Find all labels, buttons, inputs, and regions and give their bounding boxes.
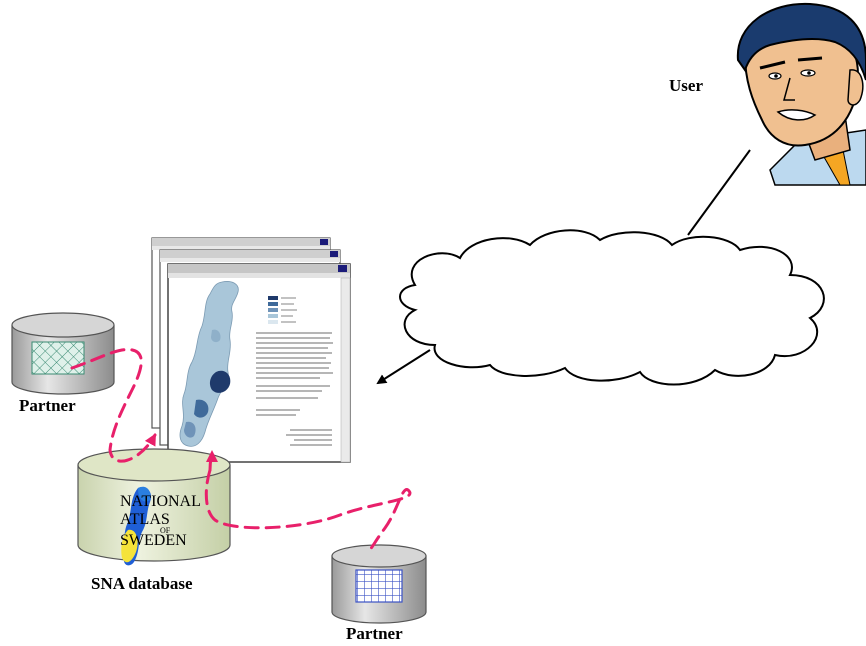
browser-window-stack-icon <box>151 237 351 463</box>
svg-text:OF: OF <box>160 526 171 535</box>
link-sna-to-browser <box>204 468 412 554</box>
svg-text:NATIONAL: NATIONAL <box>120 493 201 510</box>
national-atlas-logo: NATIONAL ATLAS OF SWEDEN <box>120 493 201 549</box>
user-to-cloud-line <box>687 149 751 236</box>
sna-database-label: SNA database <box>91 574 193 593</box>
user-label: User <box>669 76 703 95</box>
database-cylinder-icon <box>11 312 115 395</box>
sweden-map-icon <box>179 281 239 447</box>
svg-text:ATLAS: ATLAS <box>120 511 170 528</box>
database-cylinder-icon <box>331 544 427 624</box>
partner-left-label: Partner <box>19 396 76 415</box>
sna-database-cylinder <box>77 448 231 566</box>
partner-bottom-label: Partner <box>346 624 403 643</box>
link-left-partner-to-browser <box>70 348 157 463</box>
internet-cloud-icon <box>399 229 825 386</box>
svg-text:SWEDEN: SWEDEN <box>120 532 187 549</box>
user-portrait-icon <box>736 2 866 186</box>
cloud-to-browser-arrow <box>376 349 431 385</box>
link-sna-to-browser-arrowhead <box>205 450 218 472</box>
